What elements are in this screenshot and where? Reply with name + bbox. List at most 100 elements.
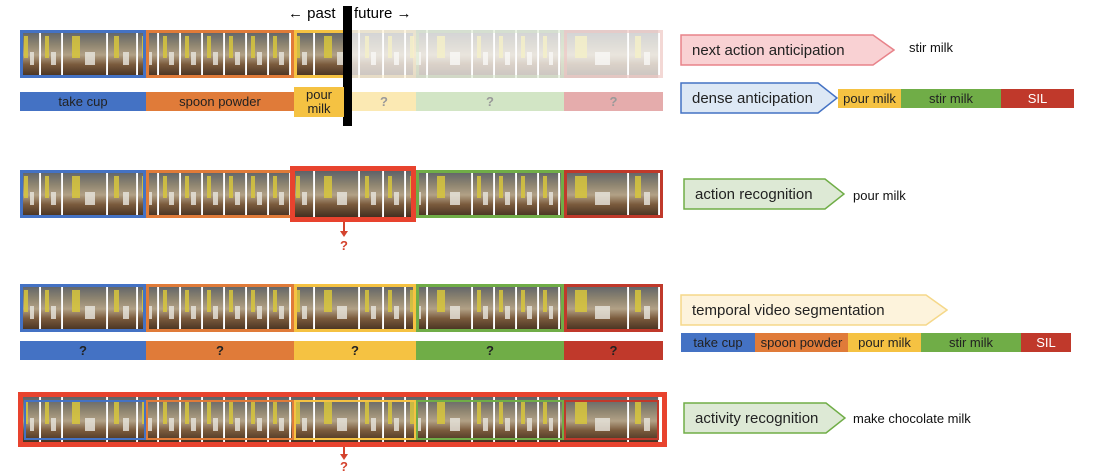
video-frame: [41, 170, 62, 218]
past-label: ← past: [288, 5, 336, 22]
video-frame: [539, 284, 559, 332]
activity-pointer-line: [343, 447, 345, 455]
next-action-result: stir milk: [909, 40, 954, 55]
action-recognition-arrow: action recognition: [683, 178, 845, 210]
video-frame: [138, 170, 158, 218]
bar-unknown-green: ?: [416, 92, 564, 111]
video-frame: [159, 284, 180, 332]
result-stir-milk: stir milk: [921, 333, 1021, 352]
video-frame: [291, 396, 314, 444]
seg-bar-unknown-4: ?: [416, 341, 564, 360]
video-frame: [629, 284, 659, 332]
video-frame: [560, 170, 628, 218]
video-frame: [269, 396, 290, 444]
bar-pour-word: pour: [305, 87, 333, 102]
action-pointer-head: [340, 231, 348, 237]
video-frame: [560, 284, 628, 332]
video-frame: [291, 284, 314, 332]
temporal-segmentation-label: temporal video segmentation: [692, 301, 885, 319]
result-pour-milk: pour milk: [848, 333, 921, 352]
result-take-cup: take cup: [681, 333, 755, 352]
video-frame: [517, 396, 538, 444]
activity-pointer-head: [340, 454, 348, 460]
dense-stir-milk: stir milk: [901, 89, 1001, 108]
video-frame: [41, 30, 62, 78]
next-action-anticipation-label: next action anticipation: [692, 41, 845, 59]
video-frame: [517, 284, 538, 332]
activity-question-mark: ?: [340, 459, 348, 474]
video-frame: [473, 396, 494, 444]
video-frame: [108, 30, 137, 78]
video-frame: [203, 170, 224, 218]
dense-anticipation-label: dense anticipation: [692, 89, 813, 107]
video-frame: [495, 170, 516, 218]
video-frame: [138, 396, 158, 444]
video-frame: [315, 396, 359, 444]
dense-anticipation-arrow: dense anticipation: [680, 82, 838, 114]
video-frame: [360, 170, 383, 218]
video-frame: [406, 284, 427, 332]
video-frame: [225, 30, 246, 78]
video-frame: [41, 396, 62, 444]
video-frame: [315, 170, 359, 218]
video-frame: [269, 30, 290, 78]
video-frame: [360, 396, 383, 444]
video-frame: [108, 284, 137, 332]
video-frame: [384, 284, 405, 332]
video-frame: [560, 396, 628, 444]
video-frame: [247, 396, 268, 444]
action-pointer-line: [343, 222, 345, 232]
video-frame: [495, 396, 516, 444]
dense-sil: SIL: [1001, 89, 1074, 108]
future-label: future →: [354, 5, 412, 22]
video-strip-action: [20, 170, 663, 218]
video-frame: [20, 170, 40, 218]
video-frame: [203, 284, 224, 332]
video-frame: [225, 284, 246, 332]
video-frame: [291, 30, 314, 78]
video-frame: [406, 396, 427, 444]
bar-unknown-yellow: ?: [352, 92, 416, 111]
video-frame: [63, 284, 107, 332]
video-frame: [428, 396, 472, 444]
video-frame: [473, 170, 494, 218]
video-frame: [247, 170, 268, 218]
present-divider: [343, 6, 352, 126]
video-frame: [539, 396, 559, 444]
video-frame: [138, 30, 158, 78]
activity-recognition-label: activity recognition: [695, 409, 819, 427]
video-frame: [517, 170, 538, 218]
bar-take-cup: take cup: [20, 92, 146, 111]
video-frame: [63, 396, 107, 444]
video-frame: [108, 170, 137, 218]
video-frame: [539, 170, 559, 218]
bar-spoon-powder: spoon powder: [146, 92, 294, 111]
video-frame: [63, 170, 107, 218]
video-frame: [360, 284, 383, 332]
video-frame: [181, 170, 202, 218]
video-strip-segmentation: [20, 284, 663, 332]
video-frame: [247, 30, 268, 78]
next-action-anticipation-arrow: next action anticipation: [680, 34, 895, 66]
video-frame: [291, 170, 314, 218]
video-frame: [181, 396, 202, 444]
result-spoon-powder: spoon powder: [755, 333, 848, 352]
video-frame: [41, 284, 62, 332]
video-frame: [108, 396, 137, 444]
video-frame: [20, 30, 40, 78]
video-frame: [406, 170, 427, 218]
video-frame: [269, 284, 290, 332]
video-frame: [384, 396, 405, 444]
bar-pour-milk: pour milk: [294, 87, 344, 117]
video-frame: [159, 170, 180, 218]
video-frame: [269, 170, 290, 218]
video-frame: [225, 396, 246, 444]
activity-recognition-result: make chocolate milk: [853, 411, 971, 426]
seg-bar-unknown-1: ?: [20, 341, 146, 360]
video-frame: [225, 170, 246, 218]
video-frame: [203, 396, 224, 444]
video-frame: [181, 30, 202, 78]
video-strip-activity: [20, 396, 663, 444]
action-question-mark: ?: [340, 238, 348, 253]
video-frame: [629, 396, 659, 444]
